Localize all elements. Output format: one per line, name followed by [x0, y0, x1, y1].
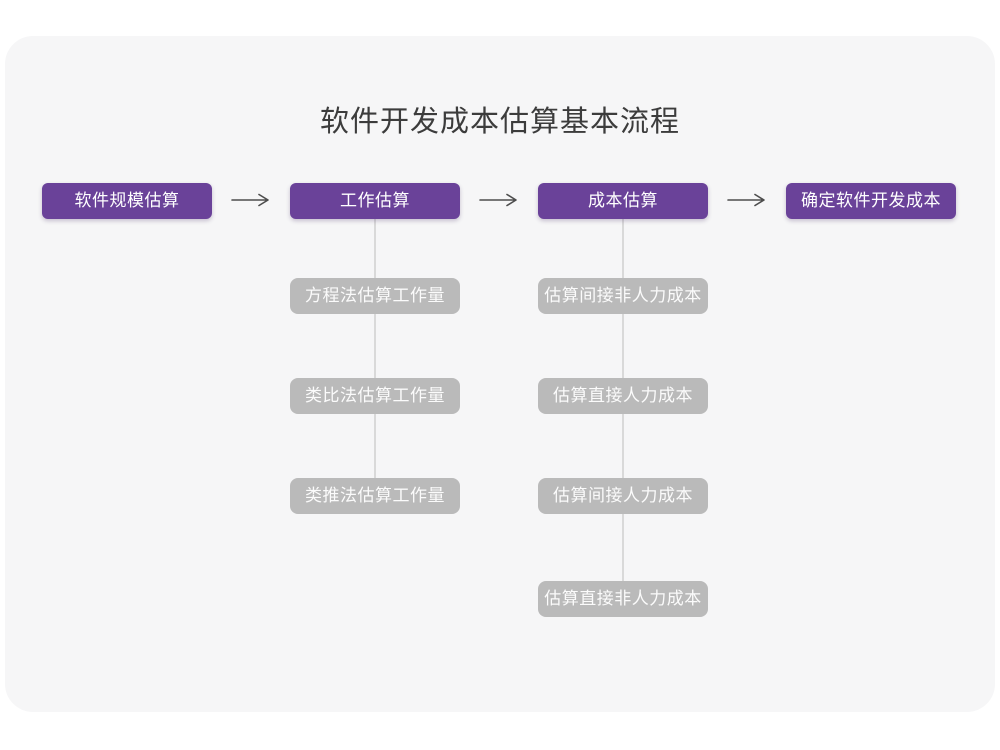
substep-direct-nonlabor-cost[interactable]: 估算直接非人力成本 [538, 581, 708, 617]
connector-line-work-estimation [374, 219, 376, 496]
substep-indirect-nonlabor-cost[interactable]: 估算间接非人力成本 [538, 278, 708, 314]
substep-analogy-method[interactable]: 类比法估算工作量 [290, 378, 460, 414]
substep-indirect-labor-cost[interactable]: 估算间接人力成本 [538, 478, 708, 514]
substep-extrapolation-method[interactable]: 类推法估算工作量 [290, 478, 460, 514]
arrow-right-icon [727, 193, 767, 207]
flow-step-work-estimation[interactable]: 工作估算 [290, 183, 460, 219]
arrow-right-icon [231, 193, 271, 207]
flow-step-determine-dev-cost[interactable]: 确定软件开发成本 [786, 183, 956, 219]
flowchart-canvas: 软件开发成本估算基本流程 软件规模估算 工作估算 成本估算 确定软件开发成本 方… [5, 36, 995, 712]
flow-step-software-scale-estimation[interactable]: 软件规模估算 [42, 183, 212, 219]
substep-equation-method[interactable]: 方程法估算工作量 [290, 278, 460, 314]
arrow-right-icon [479, 193, 519, 207]
flow-step-cost-estimation[interactable]: 成本估算 [538, 183, 708, 219]
page-title: 软件开发成本估算基本流程 [319, 106, 680, 138]
substep-direct-labor-cost[interactable]: 估算直接人力成本 [538, 378, 708, 414]
